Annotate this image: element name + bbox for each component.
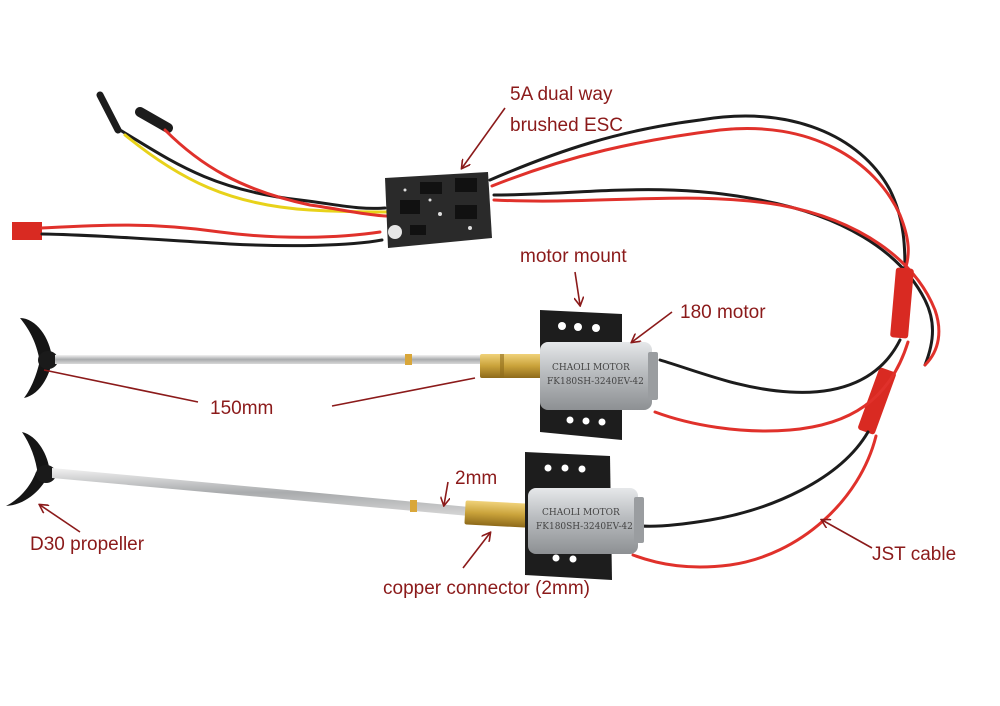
shaft-length-label: 150mm — [210, 398, 274, 419]
bottom-motor-assembly: CHAOLI MOTOR FK180SH-3240EV-42 — [6, 432, 644, 580]
copper-connector-arrow — [462, 533, 490, 569]
motor-mount-arrow — [575, 271, 580, 305]
top-motor-assembly: CHAOLI MOTOR FK180SH-3240EV-42 — [20, 310, 658, 440]
wires — [12, 91, 941, 569]
motor-180-arrow — [632, 311, 673, 342]
propeller-arrow — [40, 505, 81, 533]
propeller-label: D30 propeller — [30, 534, 145, 555]
motor-180-label: 180 motor — [680, 302, 766, 323]
top-motor-brand-text: CHAOLI MOTOR — [552, 363, 630, 373]
copper-connector-label: copper connector (2mm) — [383, 578, 590, 599]
jst-cable-label: JST cable — [872, 544, 957, 565]
annotation-arrows — [40, 107, 873, 569]
esc-arrow — [462, 107, 506, 168]
motor-mount-label: motor mount — [520, 246, 627, 267]
esc-label-line1: 5A dual way — [510, 84, 613, 105]
shaft-length-right-line — [331, 377, 476, 407]
bottom-motor-model-text: FK180SH-3240EV-42 — [536, 522, 633, 532]
shaft-length-left-line — [43, 369, 199, 403]
jst-cable-arrow — [822, 520, 873, 549]
bottom-motor-brand-text: CHAOLI MOTOR — [542, 508, 620, 518]
shaft-diameter-arrow — [444, 481, 448, 505]
top-motor-model-text: FK180SH-3240EV-42 — [547, 377, 644, 387]
esc-label-line2: brushed ESC — [510, 115, 624, 136]
esc-board — [385, 172, 492, 248]
shaft-diameter-label: 2mm — [455, 468, 498, 489]
